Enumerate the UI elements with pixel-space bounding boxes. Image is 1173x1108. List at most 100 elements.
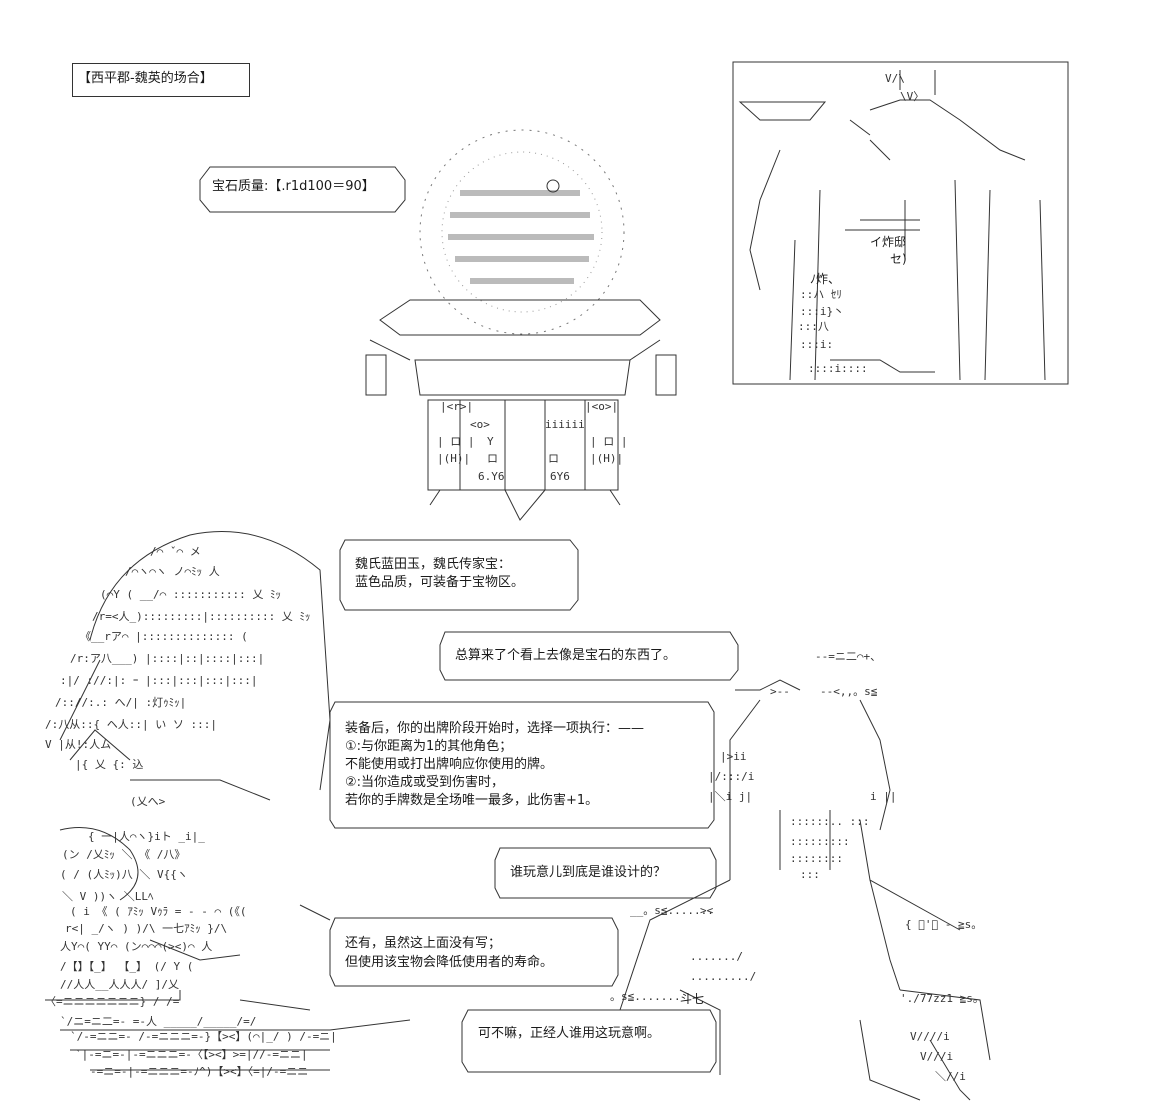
bubble-who-outline [494, 847, 717, 899]
effect-line-5: 若你的手牌数是全场唯一最多，此伤害+1。 [345, 793, 599, 808]
svg-text:人Y⌒( YY⌒ (ン⌒⌒⌒(><)⌒ 人: 人Y⌒( YY⌒ (ン⌒⌒⌒(><)⌒ 人 [60, 940, 212, 953]
svg-text:i ||: i || [870, 790, 897, 803]
svg-text:--=ニ二⌒+、: --=ニ二⌒+、 [815, 650, 881, 663]
svg-text:( / (人ﾐｯ)八 ＼ V{{ヽ: ( / (人ﾐｯ)八 ＼ V{{ヽ [60, 868, 188, 881]
bubble-end-text: 可不嘛，正经人谁用这玩意啊。 [478, 1026, 661, 1041]
svg-text:(ン /乂ﾐｯ ＼ 《 /八》: (ン /乂ﾐｯ ＼ 《 /八》 [62, 848, 185, 861]
stand-glyphs: |<r>| |<o>| <o> iiiiii | ロ | Y | ロ | |(H… [437, 400, 628, 483]
building-glyphs: V/\ \V〉 :::八 ::ハ ｾﾘ :::i}丶 :::i: ::::i::… [798, 72, 924, 375]
svg-text://人人__人人人/ ]/乂: //人人__人人人/ ]/乂 [60, 978, 179, 991]
caption-line-2: 蓝色品质，可装备于宝物区。 [355, 575, 525, 590]
svg-text::::八: :::八 [798, 320, 829, 333]
bubble-gem-outline [439, 631, 739, 681]
robe-label: 斗七 [680, 992, 705, 1006]
svg-text:/:://:.: へ/| :灯ｩﾐｯ|: /:://:.: へ/| :灯ｩﾐｯ| [55, 696, 186, 709]
effect-line-2: ①:与你距离为1的其他角色； [345, 739, 513, 754]
title-tag: 【西平郡-魏英的场合】 [78, 71, 213, 86]
svg-text:( i 《 ( ｱﾐｯ Vｩﾗ = - - ⌒ (《(: ( i 《 ( ｱﾐｯ Vｩﾗ = - - ⌒ (《( [70, 905, 246, 918]
svg-text:＼ V ))ヽ ＼LLﾍ: ＼ V ))ヽ ＼LLﾍ [62, 890, 154, 903]
svg-text:《__rア⌒ |:::::::::::::: (: 《__rア⌒ |:::::::::::::: ( [80, 630, 248, 643]
svg-text:`/ニ=ニ二=- =-人 _____/_____/=/: `/ニ=ニ二=- =-人 _____/_____/=/ [60, 1015, 256, 1028]
svg-text:(乂へ>: (乂へ> [130, 795, 166, 808]
svg-text:|<r>|: |<r>| [440, 400, 473, 413]
svg-text:{ 一|人⌒ヽ}iト _i|_: { 一|人⌒ヽ}iト _i|_ [88, 830, 205, 843]
svg-text:::::::.. :::: ::::::.. ::: [790, 815, 869, 828]
bubble-life-line-2: 但使用该宝物会降低使用者的寿命。 [345, 955, 554, 970]
bubble-end-outline [461, 1009, 717, 1073]
svg-text:\V〉: \V〉 [900, 90, 924, 103]
svg-text:/:八从::{ ヘ人::| い ソ :::|: /:八从::{ ヘ人::| い ソ :::| [45, 718, 217, 731]
svg-text:|(H)|: |(H)| [590, 452, 623, 465]
effect-line-4: ②:当你造成或受到伤害时， [345, 775, 505, 790]
svg-text:|(H)|: |(H)| [437, 452, 470, 465]
svg-text:'./77zz1 ≧s。: './77zz1 ≧s。 [900, 992, 984, 1005]
svg-text:/r=<人_):::::::::|:::::::::: 乂: /r=<人_):::::::::|:::::::::: 乂 ﾐｯ [92, 610, 310, 623]
svg-text:|>ii: |>ii [720, 750, 747, 763]
left-character-glyphs: /⌒ ˇ⌒ メ /⌒ヽ⌒ヽ ノ⌒ﾐｯ 人 (⌒Y ( __/⌒ ::::::::… [45, 545, 337, 1078]
svg-text::::::::::: ::::::::: [790, 835, 850, 848]
bubble-who-text: 谁玩意儿到底是谁设计的？ [510, 865, 667, 880]
building-art [738, 70, 1046, 381]
house-sign: イ炸邸 [870, 235, 907, 249]
bubble-gem-text: 总算来了个看上去像是宝石的东西了。 [455, 648, 677, 663]
svg-text:::ハ ｾﾘ: ::ハ ｾﾘ [800, 288, 842, 301]
svg-text:`|-=ニ=-|-=ニニニ=-〈【><】>=|//-=ニニ|: `|-=ニ=-|-=ニニニ=-〈【><】>=|//-=ニニ| [75, 1048, 308, 1061]
svg-text:〈=ニニニニニニニ} / /=: 〈=ニニニニニニニ} / /= [45, 995, 180, 1008]
svg-text:。s≦.......: 。s≦....... [610, 990, 681, 1003]
bubble-life-line-1: 还有，虽然这上面没有写； [345, 936, 502, 951]
svg-text:><: >< [700, 904, 714, 917]
right-character [619, 679, 991, 1101]
svg-text:<o>: <o> [470, 418, 490, 431]
svg-text:| ロ |: | ロ | [590, 435, 628, 448]
svg-text:::::i::::: ::::i:::: [808, 362, 868, 375]
svg-text:|<o>|: |<o>| [585, 400, 618, 413]
svg-text:__。s≦.......: __。s≦....... [630, 904, 714, 917]
svg-text:ロ: ロ [487, 452, 498, 465]
svg-text:r<| _/ヽ ) )/\ 一七ｱﾐｯ }/\: r<| _/ヽ ) )/\ 一七ｱﾐｯ }/\ [65, 922, 227, 935]
left-character [45, 531, 411, 1071]
svg-text:--<,,。s≦: --<,,。s≦ [820, 685, 878, 698]
svg-text::::i}丶: :::i}丶 [800, 305, 844, 318]
svg-text:(⌒Y ( __/⌒ ::::::::::: 乂 ﾐｯ: (⌒Y ( __/⌒ ::::::::::: 乂 ﾐｯ [100, 588, 281, 601]
doorway-text: ﾉ炸、 [810, 272, 841, 286]
svg-text::::i:: :::i: [800, 338, 833, 351]
svg-text:`/-=ニニ=- /-=ニニニ=-}【><】(⌒|_/ ): `/-=ニニ=- /-=ニニニ=-}【><】(⌒|_/ ) /-=ニ| [70, 1030, 337, 1043]
effect-line-1: 装备后，你的出牌阶段开始时，选择一项执行：—— [345, 721, 645, 736]
svg-text:......./: ......./ [690, 950, 743, 963]
svg-text:::::::::: :::::::: [790, 852, 843, 865]
svg-text:6.Y6: 6.Y6 [478, 470, 505, 483]
svg-text:>--: >-- [770, 685, 790, 698]
svg-text:/r:ア八___) |::::|::|::::|:::|: /r:ア八___) |::::|::|::::|:::| [70, 652, 264, 665]
svg-text:|{ 乂 {: 込: |{ 乂 {: 込 [75, 758, 143, 771]
svg-text:/【】【_】 【_】 (/ Y (: /【】【_】 【_】 (/ Y ( [60, 960, 193, 973]
svg-text:＼//i: ＼//i [935, 1070, 966, 1083]
svg-text:|/:::/i: |/:::/i [708, 770, 754, 783]
svg-text:| ロ |: | ロ | [437, 435, 475, 448]
svg-text:ロ: ロ [548, 452, 559, 465]
svg-text:V/\: V/\ [885, 72, 905, 85]
svg-text:{ ﾞ'ｰ - ≧s。: { ﾞ'ｰ - ≧s。 [905, 918, 982, 931]
effect-line-3: 不能使用或打出牌响应你使用的牌。 [345, 757, 554, 772]
right-character-glyphs: --=ニ二⌒+、 --<,,。s≦ >-- |>ii |/:::/i |＼i j… [610, 650, 984, 1083]
title-frame [72, 63, 250, 97]
crystal-ball [419, 129, 625, 335]
svg-text:Y: Y [487, 435, 494, 448]
house-sign-2: セ) [890, 252, 907, 266]
bubble-life-outline [329, 917, 619, 987]
svg-text:V///i: V///i [920, 1050, 953, 1063]
svg-text:iiiiii: iiiiii [545, 418, 585, 431]
svg-text:|＼i j|: |＼i j| [708, 790, 752, 803]
svg-text:V////i: V////i [910, 1030, 950, 1043]
caption-line-1: 魏氏蓝田玉，魏氏传家宝： [355, 557, 512, 572]
svg-text::|/ ://:|: ｰ |:::|:::|:::|::: :|/ ://:|: ｰ |:::|:::|:::|:::| [60, 674, 258, 687]
svg-text:6Y6: 6Y6 [550, 470, 570, 483]
svg-text:........./: ........./ [690, 970, 756, 983]
svg-text::::: ::: [800, 868, 820, 881]
effect-box-outline [329, 701, 715, 829]
crystal-stand [365, 299, 677, 521]
svg-text:V |从!:人ム: V |从!:人ム [45, 738, 111, 751]
dice-result: 宝石质量:【.r1d100＝90】 [212, 179, 375, 194]
svg-text:-=ニ=-|-=ニニニ=-ﾉ^)【><】〈=|/-=ニニ: -=ニ=-|-=ニニニ=-ﾉ^)【><】〈=|/-=ニニ [90, 1065, 308, 1078]
svg-text:/⌒ ˇ⌒ メ: /⌒ ˇ⌒ メ [150, 545, 201, 558]
